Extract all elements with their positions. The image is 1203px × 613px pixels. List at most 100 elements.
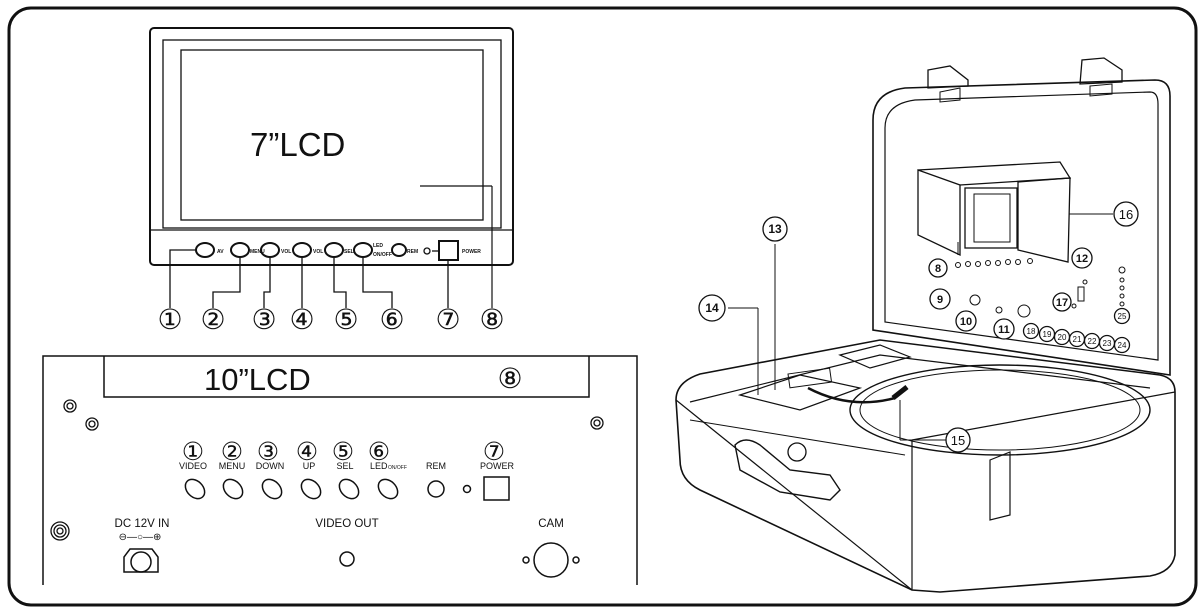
lcd10-dc-polarity: ⊖—○—⊕ (119, 532, 162, 543)
case-callout-24-ring (1113, 336, 1131, 354)
case-callout-17: 17 (1056, 297, 1068, 309)
lcd10-screen-callout: ⑧ (497, 363, 522, 394)
lcd7-callout-8: ⑧ (479, 304, 504, 335)
lcd10-label-led: LED (370, 461, 388, 471)
lcd10-indicator-led (462, 484, 472, 494)
case-callout-13: 13 (768, 222, 782, 236)
case-callout-13-ring (762, 216, 788, 242)
lcd7-mark-vol1: VOL (281, 249, 291, 255)
lcd7-mark-rem: REM (407, 249, 418, 255)
case-callout-21: 21 (1073, 335, 1082, 344)
case-callout-25: 25 (1118, 312, 1127, 321)
case-callout-11-ring (993, 318, 1015, 340)
lcd10-button-rem[interactable] (427, 480, 445, 498)
lcd7-mark-vol2: VOL (313, 249, 323, 255)
lcd7-button-power[interactable] (438, 240, 459, 261)
lcd10-cam-connector[interactable] (533, 542, 569, 578)
case-callout-10-ring (955, 310, 977, 332)
lcd7-button-menu[interactable] (230, 242, 250, 258)
case-callout-18-ring (1022, 322, 1040, 340)
lcd7-monitor (149, 27, 514, 308)
lcd10-dc-label: DC 12V IN (115, 518, 170, 530)
lcd10-dc-jack[interactable] (123, 548, 159, 573)
lcd7-bezel (162, 39, 502, 229)
case-sunshade-left (917, 169, 961, 257)
lcd10-label-video: VIDEO (179, 461, 207, 471)
lcd7-indicator-led (423, 247, 431, 255)
case-monitor-screen (964, 187, 1018, 249)
lcd7-button-led[interactable] (353, 242, 373, 258)
lcd7-callout-3: ③ (251, 304, 276, 335)
lcd10-button-up[interactable] (298, 476, 325, 503)
lcd7-button-sel[interactable] (324, 242, 344, 258)
lcd10-num-video: ① (182, 438, 204, 466)
lcd7-mark-onoff: ON/OFF (373, 252, 392, 258)
lcd7-mark-menu: MENU (250, 249, 265, 255)
lcd10-label-rem: REM (426, 461, 446, 471)
lcd7-mark-led: LED (373, 243, 383, 249)
lcd7-mark-power: POWER (462, 249, 481, 255)
lcd10-screen-label: 10”LCD (204, 362, 311, 397)
lcd7-callout-4: ④ (289, 304, 314, 335)
case-lid (872, 79, 1171, 376)
lcd10-cam-screw-right (572, 556, 580, 564)
lcd7-callout-5: ⑤ (333, 304, 358, 335)
case-callout-8: 8 (935, 263, 941, 275)
case-callout-16: 16 (1119, 207, 1133, 222)
case-vent-grille (787, 367, 833, 389)
case-cable-reel (849, 364, 1151, 456)
lcd7-buttons (195, 240, 459, 261)
lcd10-num-led: ⑥ (368, 438, 390, 466)
case-callout-12: 12 (1076, 253, 1088, 265)
lcd10-button-video[interactable] (182, 476, 209, 503)
case-callout-8-ring (928, 258, 948, 278)
lcd7-button-vol-down[interactable] (260, 242, 280, 258)
lcd10-label-menu: MENU (219, 461, 246, 471)
case-handle (734, 439, 841, 501)
case-callout-15-ring (945, 427, 971, 453)
lcd10-num-sel: ⑤ (332, 438, 354, 466)
case-callout-11: 11 (998, 324, 1010, 336)
lcd10-button-sel[interactable] (336, 476, 363, 503)
lcd10-button-led[interactable] (375, 476, 402, 503)
lcd7-button-vol-up[interactable] (292, 242, 312, 258)
lcd10-button-down[interactable] (259, 476, 286, 503)
case-callout-15: 15 (951, 433, 965, 448)
lcd10-button-menu[interactable] (220, 476, 247, 503)
lcd7-callout-2: ② (200, 304, 225, 335)
lcd10-button-power[interactable] (483, 476, 510, 501)
lcd10-label-up: UP (303, 461, 316, 471)
lcd7-mark-av: AV (217, 249, 224, 255)
case-callout-18: 18 (1027, 327, 1036, 336)
lcd7-button-av[interactable] (195, 242, 215, 258)
case-callout-9-ring (929, 288, 951, 310)
lcd10-panel (42, 355, 638, 585)
case-callout-17-ring (1052, 292, 1072, 312)
lcd7-screen (180, 49, 484, 221)
lcd10-dc-jack-hole (130, 551, 152, 573)
lcd7-callout-1: ① (157, 304, 182, 335)
lcd10-label-down: DOWN (256, 461, 285, 471)
case-callout-14: 14 (705, 301, 719, 315)
lcd10-label-sel: SEL (336, 461, 353, 471)
case-sunshade-right (1017, 177, 1071, 263)
lcd10-screen (103, 356, 590, 398)
case-callout-14-ring (698, 294, 726, 322)
lcd7-mark-sel: SEL (344, 249, 354, 255)
case-callout-20: 20 (1058, 333, 1067, 342)
lcd10-video-out-jack[interactable] (339, 551, 355, 567)
lcd10-cam-screw-left (522, 556, 530, 564)
lcd10-panel-outline (42, 355, 638, 585)
lcd10-video-out-label: VIDEO OUT (315, 518, 378, 530)
lcd7-callout-6: ⑥ (379, 304, 404, 335)
case-base (675, 339, 1176, 593)
case-camera-cable (807, 386, 896, 404)
lcd10-num-power: ⑦ (483, 438, 505, 466)
case-callout-25-ring (1113, 307, 1131, 325)
outer-frame (7, 6, 1198, 607)
case-callout-22: 22 (1088, 337, 1097, 346)
lcd7-leaders (169, 249, 449, 308)
lcd7-button-rem[interactable] (391, 243, 407, 257)
lcd10-label-power: POWER (480, 461, 515, 471)
